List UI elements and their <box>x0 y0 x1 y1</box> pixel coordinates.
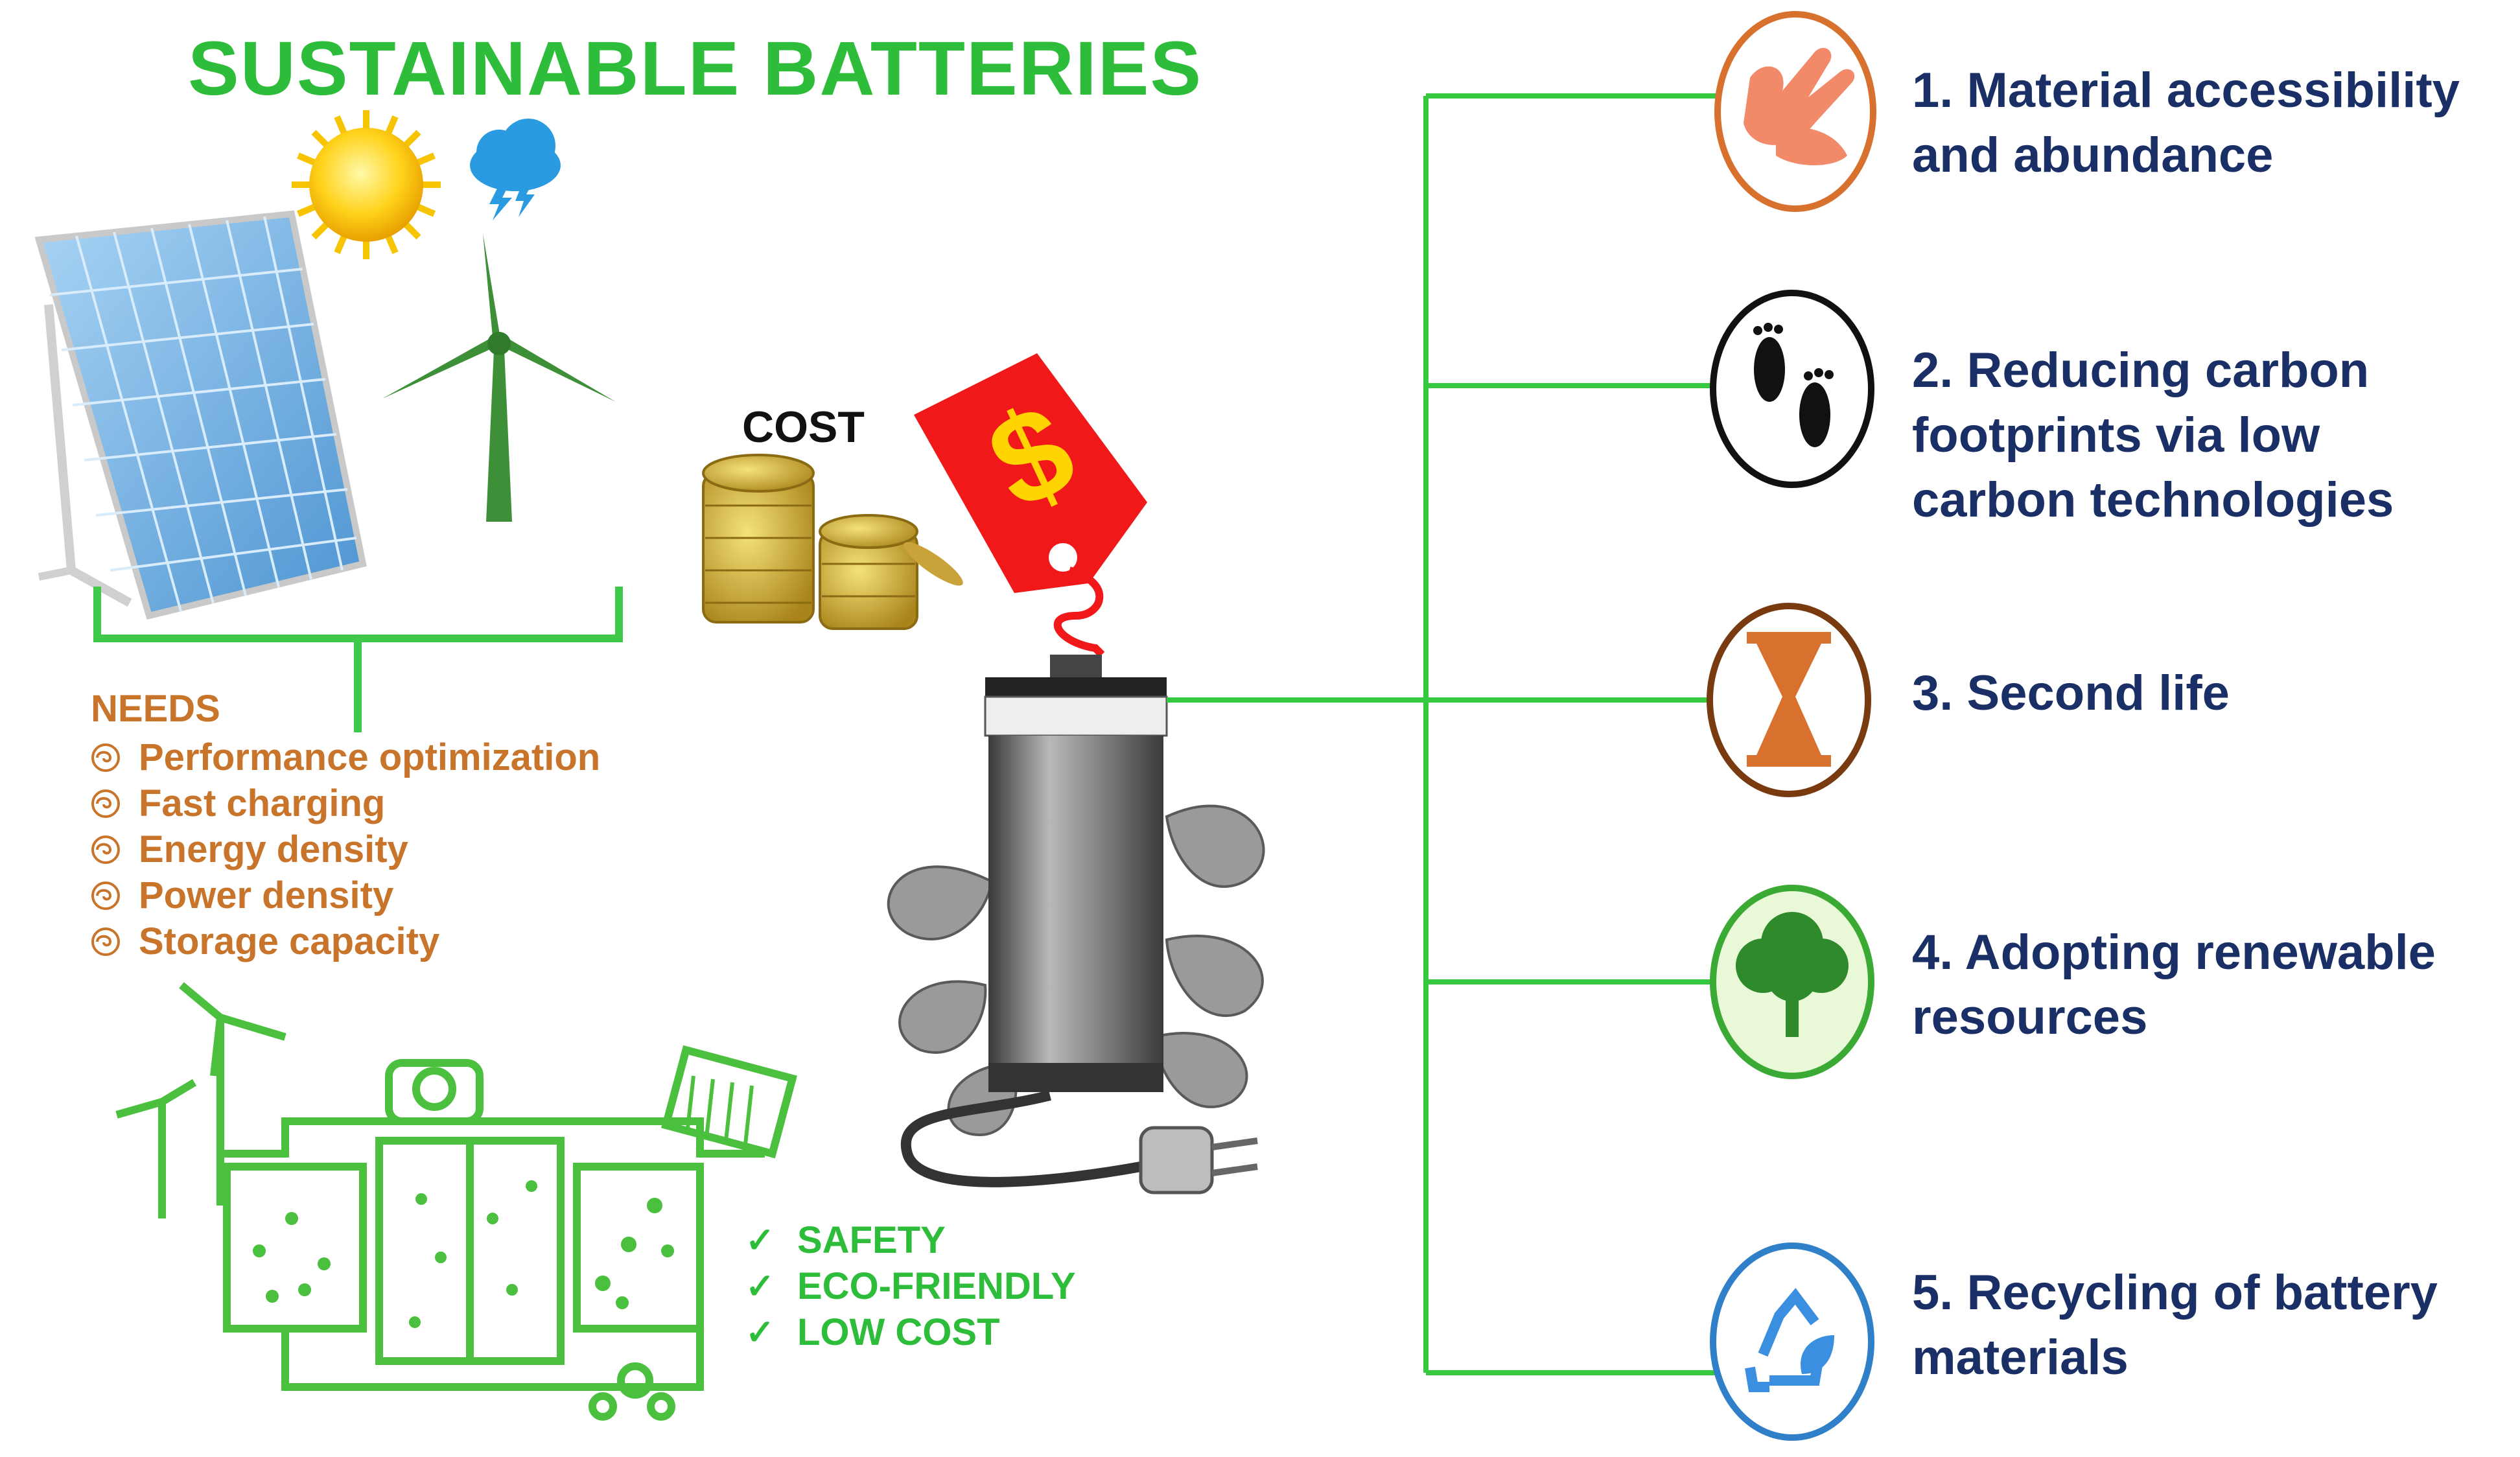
pillar-3-text: 3. Second life <box>1912 661 2230 726</box>
list-item: Energy density <box>91 826 600 872</box>
swirl-bullet-icon <box>91 835 120 864</box>
pillar-4-text: 4. Adopting renewable resources <box>1912 920 2436 1050</box>
swirl-bullet-icon <box>91 881 120 910</box>
pillar-line: 3. Second life <box>1912 666 2230 721</box>
need-label: Performance optimization <box>139 736 601 778</box>
pillar-line: 4. Adopting renewable <box>1912 925 2436 980</box>
pillar-line: 2. Reducing carbon <box>1912 343 2370 398</box>
pillar-line: carbon technologies <box>1912 472 2394 528</box>
need-label: Energy density <box>139 828 408 870</box>
battery-icon <box>887 655 1265 1195</box>
pillar-line: and abundance <box>1912 128 2274 183</box>
needs-heading: NEEDS <box>91 688 220 730</box>
tree-icon <box>1710 885 1874 1079</box>
sun-icon <box>292 110 441 259</box>
check-icon: ✓ <box>745 1313 775 1352</box>
swirl-bullet-icon <box>91 927 120 956</box>
pillar-connectors <box>1167 93 1737 1375</box>
check-icon: ✓ <box>745 1267 775 1306</box>
list-item: Performance optimization <box>91 734 600 780</box>
pillar-line: resources <box>1912 990 2148 1045</box>
list-item: Power density <box>91 872 600 918</box>
coins-icon <box>702 454 963 630</box>
storm-cloud-icon <box>470 119 561 220</box>
needs-list: NEEDS Performance optimization Fast char… <box>91 687 600 964</box>
needs-bracket <box>93 587 623 732</box>
wind-turbine-icon <box>382 233 616 522</box>
need-label: Fast charging <box>139 782 386 824</box>
diagram-title: SUSTAINABLE BATTERIES <box>188 26 1203 111</box>
pillar-line: 5. Recycling of battery <box>1912 1265 2438 1320</box>
price-tag-icon: $ <box>914 353 1147 658</box>
need-label: Power density <box>139 874 394 916</box>
list-item: Fast charging <box>91 780 600 826</box>
pillar-5-text: 5. Recycling of battery materials <box>1912 1261 2438 1390</box>
pillar-2-text: 2. Reducing carbon footprints via low ca… <box>1912 338 2394 533</box>
swirl-bullet-icon <box>91 789 120 818</box>
list-item: Storage capacity <box>91 918 600 964</box>
list-item: ✓ ECO-FRIENDLY <box>745 1263 1076 1309</box>
pillar-line: 1. Material accessibility <box>1912 63 2460 118</box>
cost-label: COST <box>742 402 865 452</box>
list-item: ✓ SAFETY <box>745 1217 1076 1263</box>
footprints-icon <box>1710 290 1874 488</box>
pillar-line: materials <box>1912 1330 2129 1385</box>
recycle-icon <box>1710 1242 1874 1441</box>
swirl-bullet-icon <box>91 743 120 772</box>
feature-label: LOW COST <box>797 1311 1000 1353</box>
features-checklist: ✓ SAFETY ✓ ECO-FRIENDLY ✓ LOW COST <box>745 1217 1076 1355</box>
pillar-1-text: 1. Material accessibility and abundance <box>1912 58 2460 188</box>
feature-label: ECO-FRIENDLY <box>797 1265 1076 1307</box>
pillar-line: footprints via low <box>1912 408 2320 463</box>
energy-system-icon <box>115 982 797 1421</box>
feature-label: SAFETY <box>797 1219 946 1261</box>
hourglass-icon <box>1707 603 1871 797</box>
energy-system-particles <box>253 1180 674 1328</box>
check-icon: ✓ <box>745 1221 775 1260</box>
list-item: ✓ LOW COST <box>745 1309 1076 1355</box>
hands-icon <box>1714 11 1876 212</box>
need-label: Storage capacity <box>139 920 440 962</box>
solar-panel-icon <box>34 210 367 620</box>
